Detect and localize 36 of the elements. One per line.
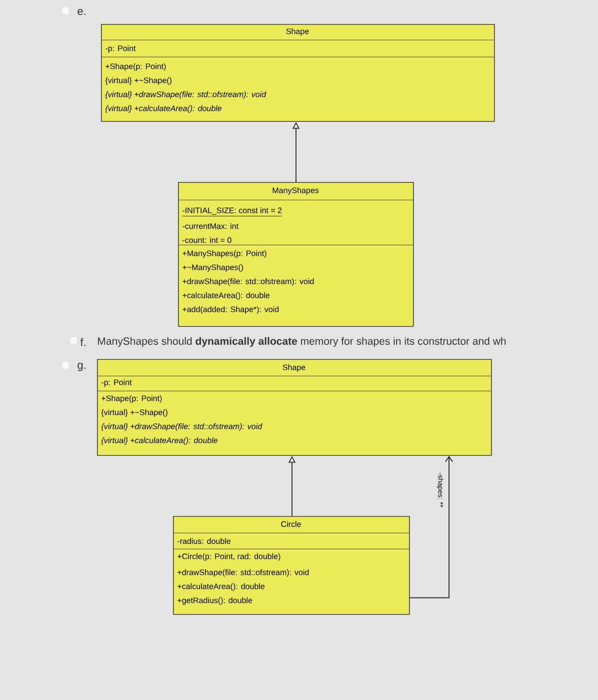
class-box [172, 516, 410, 615]
class-box [100, 24, 495, 122]
item-letter: f. [80, 338, 86, 346]
member-text: +add(added: Shape*): void [182, 306, 279, 314]
member-text: +Circle(p: Point, rad: double) [178, 553, 280, 561]
item-letter: g. [78, 362, 86, 372]
item-letter: e. [78, 9, 86, 16]
member-text: -p: Point [106, 45, 136, 53]
member-text: +~ManyShapes() [182, 264, 244, 272]
class-box [178, 182, 414, 327]
member-text: +Shape(p: Point) [106, 63, 166, 71]
class-name: Shape [286, 28, 309, 36]
class-name: Shape [282, 364, 306, 372]
member-text: +drawShape(file: std::ofstream): void [182, 278, 314, 286]
member-text: {virtual} +drawShape(file: std::ofstream): void [105, 91, 266, 99]
member-text: {virtual} +~Shape() [101, 409, 168, 417]
member-text: -currentMax: int [182, 223, 238, 229]
member-text: +calculateArea(): double [178, 583, 264, 591]
member-text: +ManyShapes(p: Point) [182, 250, 266, 258]
member-text: -INITIAL_SIZE: const int = 2 [182, 207, 282, 216]
member-text: +calculateArea(): double [182, 292, 270, 300]
member-text: +getRadius(): double [178, 597, 252, 605]
member-text: {virtual} +~Shape() [105, 77, 172, 85]
member-text: {virtual} +calculateArea(): double [105, 105, 222, 113]
question-text: ManyShapes should dynamically allocate memory for shapes in its constructor and wh [98, 337, 506, 347]
member-text: +drawShape(file: std::ofstream): void [178, 569, 309, 577]
member-text: -radius: double [178, 538, 230, 544]
class-box [96, 359, 492, 456]
class-name: ManyShapes [272, 187, 319, 195]
class-name: Circle [281, 521, 301, 527]
member-text: +Shape(p: Point) [102, 395, 162, 403]
member-text: -p: Point [102, 379, 132, 387]
association-arrow [409, 456, 453, 598]
member-text: -count: int = 0 [182, 237, 232, 243]
member-text: {virtual} +calculateArea(): double [101, 437, 218, 445]
member-text: {virtual} +drawShape(file: std::ofstream): void [101, 423, 262, 431]
